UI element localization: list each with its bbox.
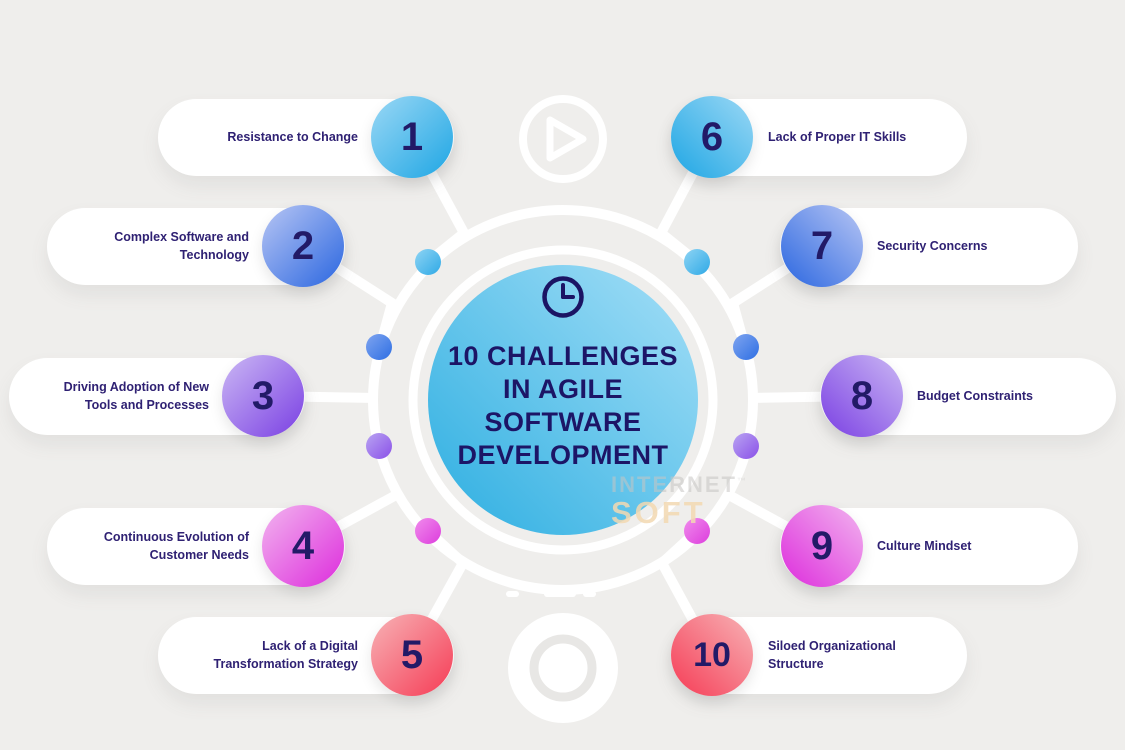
number-text-5: 5 (400, 632, 424, 677)
title-line-3: SOFTWARE (484, 407, 642, 437)
number-text-1: 1 (400, 114, 424, 159)
challenge-number-1: 1 (371, 96, 453, 178)
challenge-label-8: Budget Constraints (917, 388, 1033, 403)
node-dot-purple-right (733, 433, 759, 459)
challenge-number-7: 7 (781, 205, 863, 287)
number-text-2: 2 (291, 223, 315, 268)
number-text-7: 7 (810, 223, 834, 268)
title-line-1: 10 CHALLENGES (447, 341, 679, 371)
watermark-line1: INTERNET™ (611, 472, 748, 497)
challenge-label-4: Continuous Evolution of Customer Needs (103, 530, 249, 562)
challenge-number-6: 6 (671, 96, 753, 178)
number-text-3: 3 (251, 373, 275, 418)
challenge-label-5: Lack of a Digital Transformation Strateg… (213, 639, 358, 671)
node-dot-lightblue-right (684, 249, 710, 275)
number-text-10: 10 (693, 635, 731, 674)
challenge-label-10: Siloed Organizational Structure (768, 639, 896, 671)
challenge-number-9: 9 (781, 505, 863, 587)
dash-decoration (544, 591, 576, 597)
inner-ring (408, 245, 718, 555)
challenge-number-10: 10 (671, 614, 753, 696)
challenge-label-9: Culture Mindset (877, 538, 972, 553)
node-dot-blue-right (733, 334, 759, 360)
challenge-number-8: 8 (821, 355, 903, 437)
challenge-number-4: 4 (262, 505, 344, 587)
bottom-circle-decoration (506, 591, 618, 723)
title-line-2: IN AGILE (502, 374, 623, 404)
clock-icon (542, 276, 584, 318)
number-text-6: 6 (700, 114, 724, 159)
challenge-label-2: Complex Software and Technology (114, 230, 249, 262)
node-dot-blue-left (366, 334, 392, 360)
number-text-9: 9 (810, 523, 834, 568)
challenge-label-3: Driving Adoption of New Tools and Proces… (63, 380, 209, 412)
internet-soft-watermark: INTERNET™ SOFT (611, 472, 748, 530)
challenge-label-6: Lack of Proper IT Skills (768, 129, 907, 144)
node-dot-lightblue-left (415, 249, 441, 275)
number-text-4: 4 (291, 523, 315, 568)
node-dot-purple-left (366, 433, 392, 459)
dash-decoration (506, 591, 519, 597)
title-line-4: DEVELOPMENT (457, 440, 669, 470)
play-icon (519, 95, 607, 183)
node-dot-magenta-left (415, 518, 441, 544)
trademark-symbol: ™ (737, 475, 748, 486)
challenge-label-7: Security Concerns (877, 238, 988, 253)
challenge-number-2: 2 (262, 205, 344, 287)
challenge-number-5: 5 (371, 614, 453, 696)
number-text-8: 8 (850, 373, 874, 418)
infographic-title: 10 CHALLENGES IN AGILE SOFTWARE DEVELOPM… (423, 340, 703, 472)
watermark-line2: SOFT (611, 495, 706, 530)
challenge-number-3: 3 (222, 355, 304, 437)
dash-decoration (583, 591, 596, 597)
challenge-label-1: Resistance to Change (227, 129, 358, 144)
center-circle (428, 265, 698, 535)
node-dot-magenta-right (684, 518, 710, 544)
